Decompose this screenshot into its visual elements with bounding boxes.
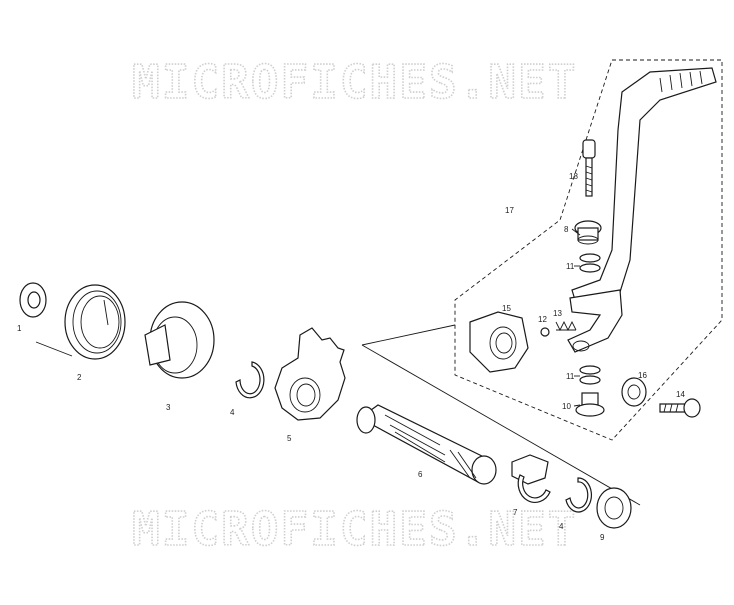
callout-12: 12 [538,315,547,324]
callout-10: 10 [562,402,571,411]
watermark-top: MICROFICHES.NET [132,55,577,109]
part-13-spring [555,320,577,332]
callout-8: 8 [564,225,569,234]
callout-14: 14 [676,390,685,399]
callout-6: 6 [418,470,423,479]
part-8-cap [574,220,602,245]
leader-10 [573,404,581,407]
part-6-shaft [356,404,497,485]
callout-1: 1 [17,324,22,333]
callout-13: 13 [553,309,562,318]
part-12-ball [540,327,550,337]
part-10-bushing [575,392,605,417]
part-5-ratchet [274,327,346,421]
part-11-oring-upper [579,253,601,273]
watermark-bottom: MICROFICHES.NET [132,502,577,556]
callout-9: 9 [600,533,605,542]
part-2-spring [35,284,126,360]
part-3-bushing [144,301,215,379]
axis-line-lower [361,344,641,506]
callout-3: 3 [166,403,171,412]
part-4-circlip-lower [565,477,593,513]
part-9-washer [596,487,632,529]
leader-8 [571,228,581,236]
callout-2: 2 [77,373,82,382]
callout-5: 5 [287,434,292,443]
callout-11-lower: 11 [566,372,575,381]
callout-4-upper: 4 [230,408,235,417]
part-16-nut [621,377,647,407]
callout-11-upper: 11 [566,262,575,271]
part-7-clip [511,454,551,503]
part-14-bolt [659,398,701,418]
part-11-oring-lower [579,365,601,385]
callout-17: 17 [505,206,514,215]
callout-15: 15 [502,304,511,313]
part-4-circlip-upper [235,361,265,399]
callout-4-lower: 4 [559,522,564,531]
part-17-lever [567,67,717,353]
callout-7: 7 [513,508,518,517]
sub-assembly-boundary [454,59,723,441]
part-15-clamp [469,311,529,373]
part-18-bolt [582,139,596,197]
callout-16: 16 [638,371,647,380]
callout-18: 18 [569,172,578,181]
part-1-washer [19,282,47,318]
axis-line-upper [361,324,456,346]
